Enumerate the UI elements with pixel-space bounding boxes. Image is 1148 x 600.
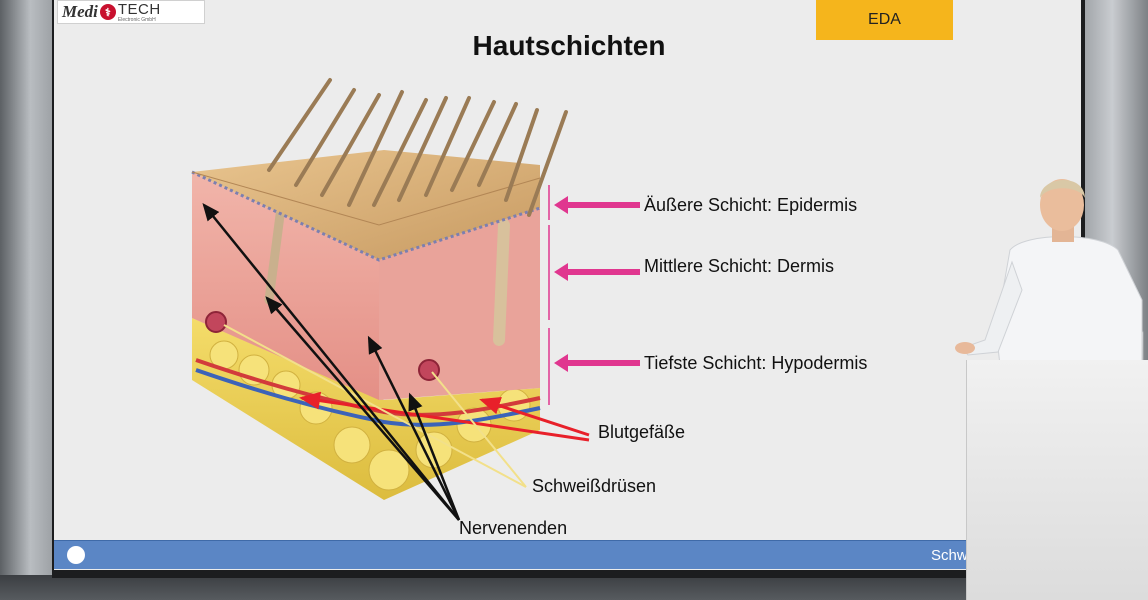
blood-vessels-label: Blutgefäße (598, 422, 686, 442)
dermis-label: Mittlere Schicht: Dermis (644, 256, 835, 276)
meditech-logo: Medi ⚕ TECH Electronic GmbH (57, 0, 205, 24)
sweat-glands-label: Schweißdrüsen (532, 476, 657, 496)
blood-vessel-arrows (299, 391, 590, 442)
presentation-slide: Medi ⚕ TECH Electronic GmbH EDA Hautschi… (54, 0, 1081, 570)
hypodermis-arrow (554, 354, 640, 372)
slide-title: Hautschichten (472, 30, 666, 61)
lectern (966, 360, 1148, 600)
epidermis-label: Äußere Schicht: Epidermis (644, 195, 858, 215)
epidermis-layer (191, 150, 541, 262)
eda-badge: EDA (816, 0, 953, 40)
logo-brand-left: Medi (62, 2, 98, 21)
room-wall-left (0, 0, 55, 600)
skin-cross-section-illustration (191, 78, 640, 521)
nerve-ending-arrows (202, 203, 461, 521)
room-floor (0, 575, 1148, 600)
footer-text: Schw (931, 547, 968, 564)
hypodermis-label: Tiefste Schicht: Hypodermis (644, 353, 868, 373)
caduceus-icon: ⚕ (99, 4, 116, 20)
logo-brand-sub: Electronic GmbH (117, 16, 156, 23)
hair-strands (267, 78, 568, 217)
logo-brand-right: TECH (117, 0, 161, 18)
dermis-arrow (554, 263, 640, 281)
slide-progress-bar: Schw (54, 540, 1081, 569)
sweat-gland-lines (223, 324, 527, 488)
dermis-layer (192, 172, 541, 427)
layer-arrows (554, 196, 640, 372)
nerve-endings-label: Nervenenden (459, 518, 568, 538)
progress-indicator-dot (67, 546, 85, 564)
epidermis-arrow (554, 196, 640, 214)
